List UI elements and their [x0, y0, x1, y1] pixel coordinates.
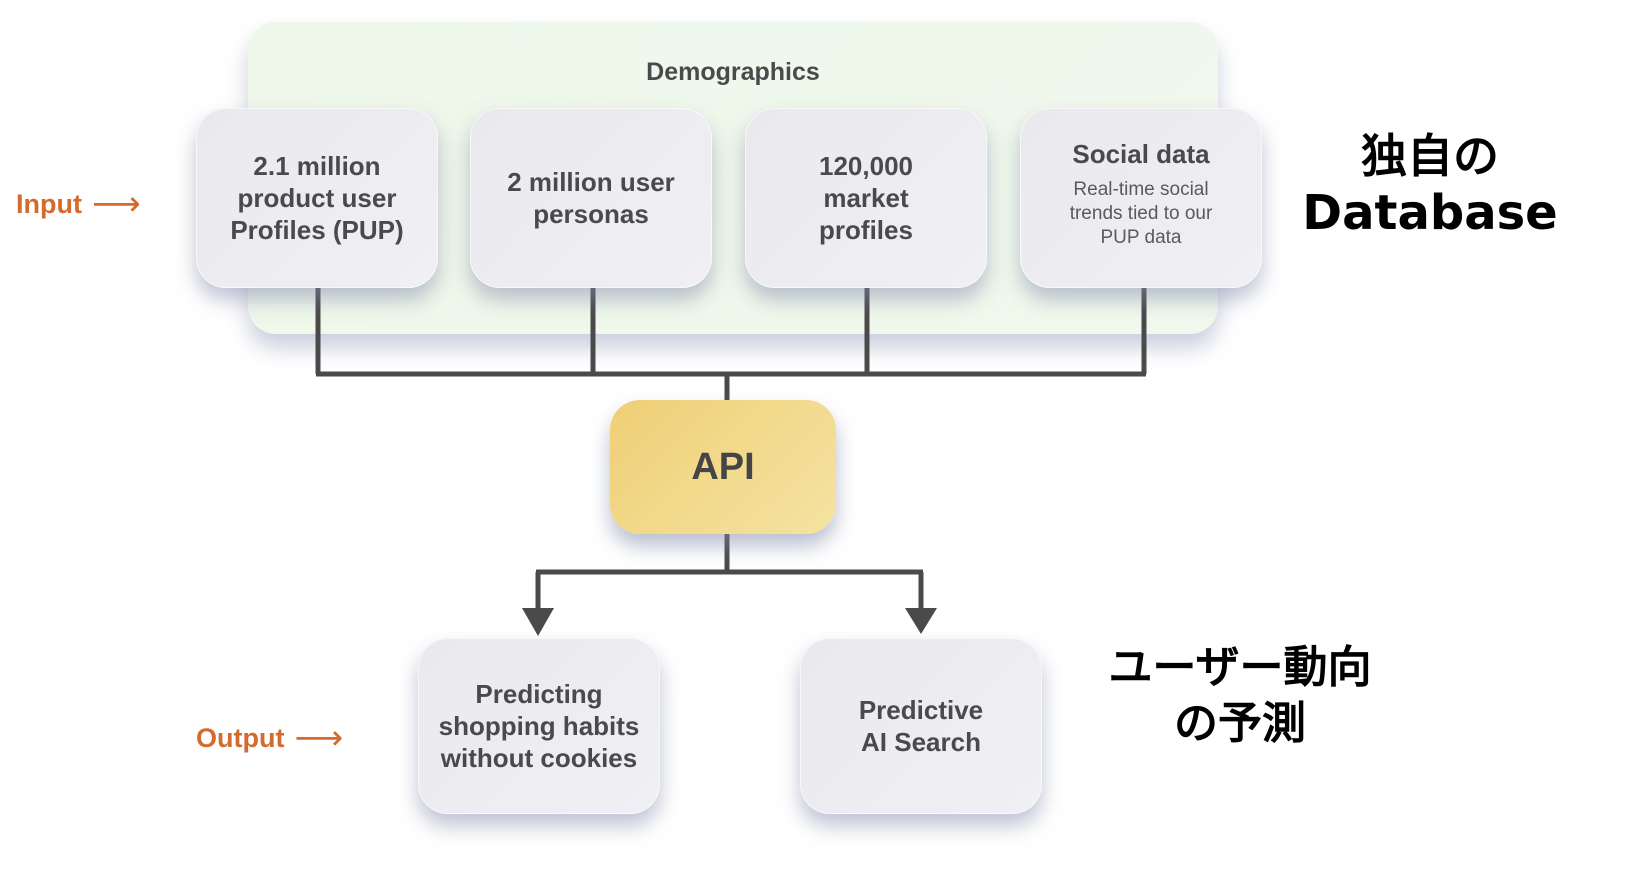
output-card-shopping-habits: Predicting shopping habits without cooki… — [418, 638, 660, 814]
card-text: 2 million user personas — [507, 167, 675, 229]
database-annotation-line1: 独自の — [1361, 129, 1499, 183]
database-annotation: 独自の Database — [1300, 128, 1560, 242]
card-title: Social data — [1072, 139, 1210, 169]
card-text: Predicting shopping habits without cooki… — [438, 679, 640, 773]
arrow-head-output-1 — [522, 608, 554, 636]
arrow-head-output-2 — [905, 608, 937, 634]
card-text: 120,000 market profiles — [819, 151, 913, 245]
arrow-right-icon: ⟶ — [91, 185, 141, 223]
card-text: 2.1 million product user Profiles (PUP) — [230, 151, 404, 245]
input-card-pup: 2.1 million product user Profiles (PUP) — [196, 108, 438, 288]
prediction-annotation-line2: の予測 — [1174, 698, 1306, 749]
output-card-ai-search: Predictive AI Search — [800, 638, 1042, 814]
prediction-annotation-line1: ユーザー動向 — [1108, 642, 1372, 693]
panel-title: Demographics — [646, 58, 820, 86]
api-node: API — [610, 400, 836, 534]
input-card-market-profiles: 120,000 market profiles — [745, 108, 987, 288]
database-annotation-line2: Database — [1302, 185, 1558, 241]
input-card-social-data: Social data Real-time social trends tied… — [1020, 108, 1262, 288]
input-label-text: Input — [16, 188, 82, 219]
output-label-text: Output — [196, 722, 285, 753]
card-description: Real-time social trends tied to our PUP … — [1069, 179, 1213, 248]
card-text: Predictive AI Search — [858, 695, 984, 757]
input-label: Input ⟶ — [16, 184, 141, 224]
api-label: API — [691, 445, 755, 488]
input-card-personas: 2 million user personas — [470, 108, 712, 288]
prediction-annotation: ユーザー動向 の予測 — [1090, 640, 1390, 752]
output-label: Output ⟶ — [196, 718, 343, 758]
arrow-right-icon: ⟶ — [294, 719, 344, 757]
